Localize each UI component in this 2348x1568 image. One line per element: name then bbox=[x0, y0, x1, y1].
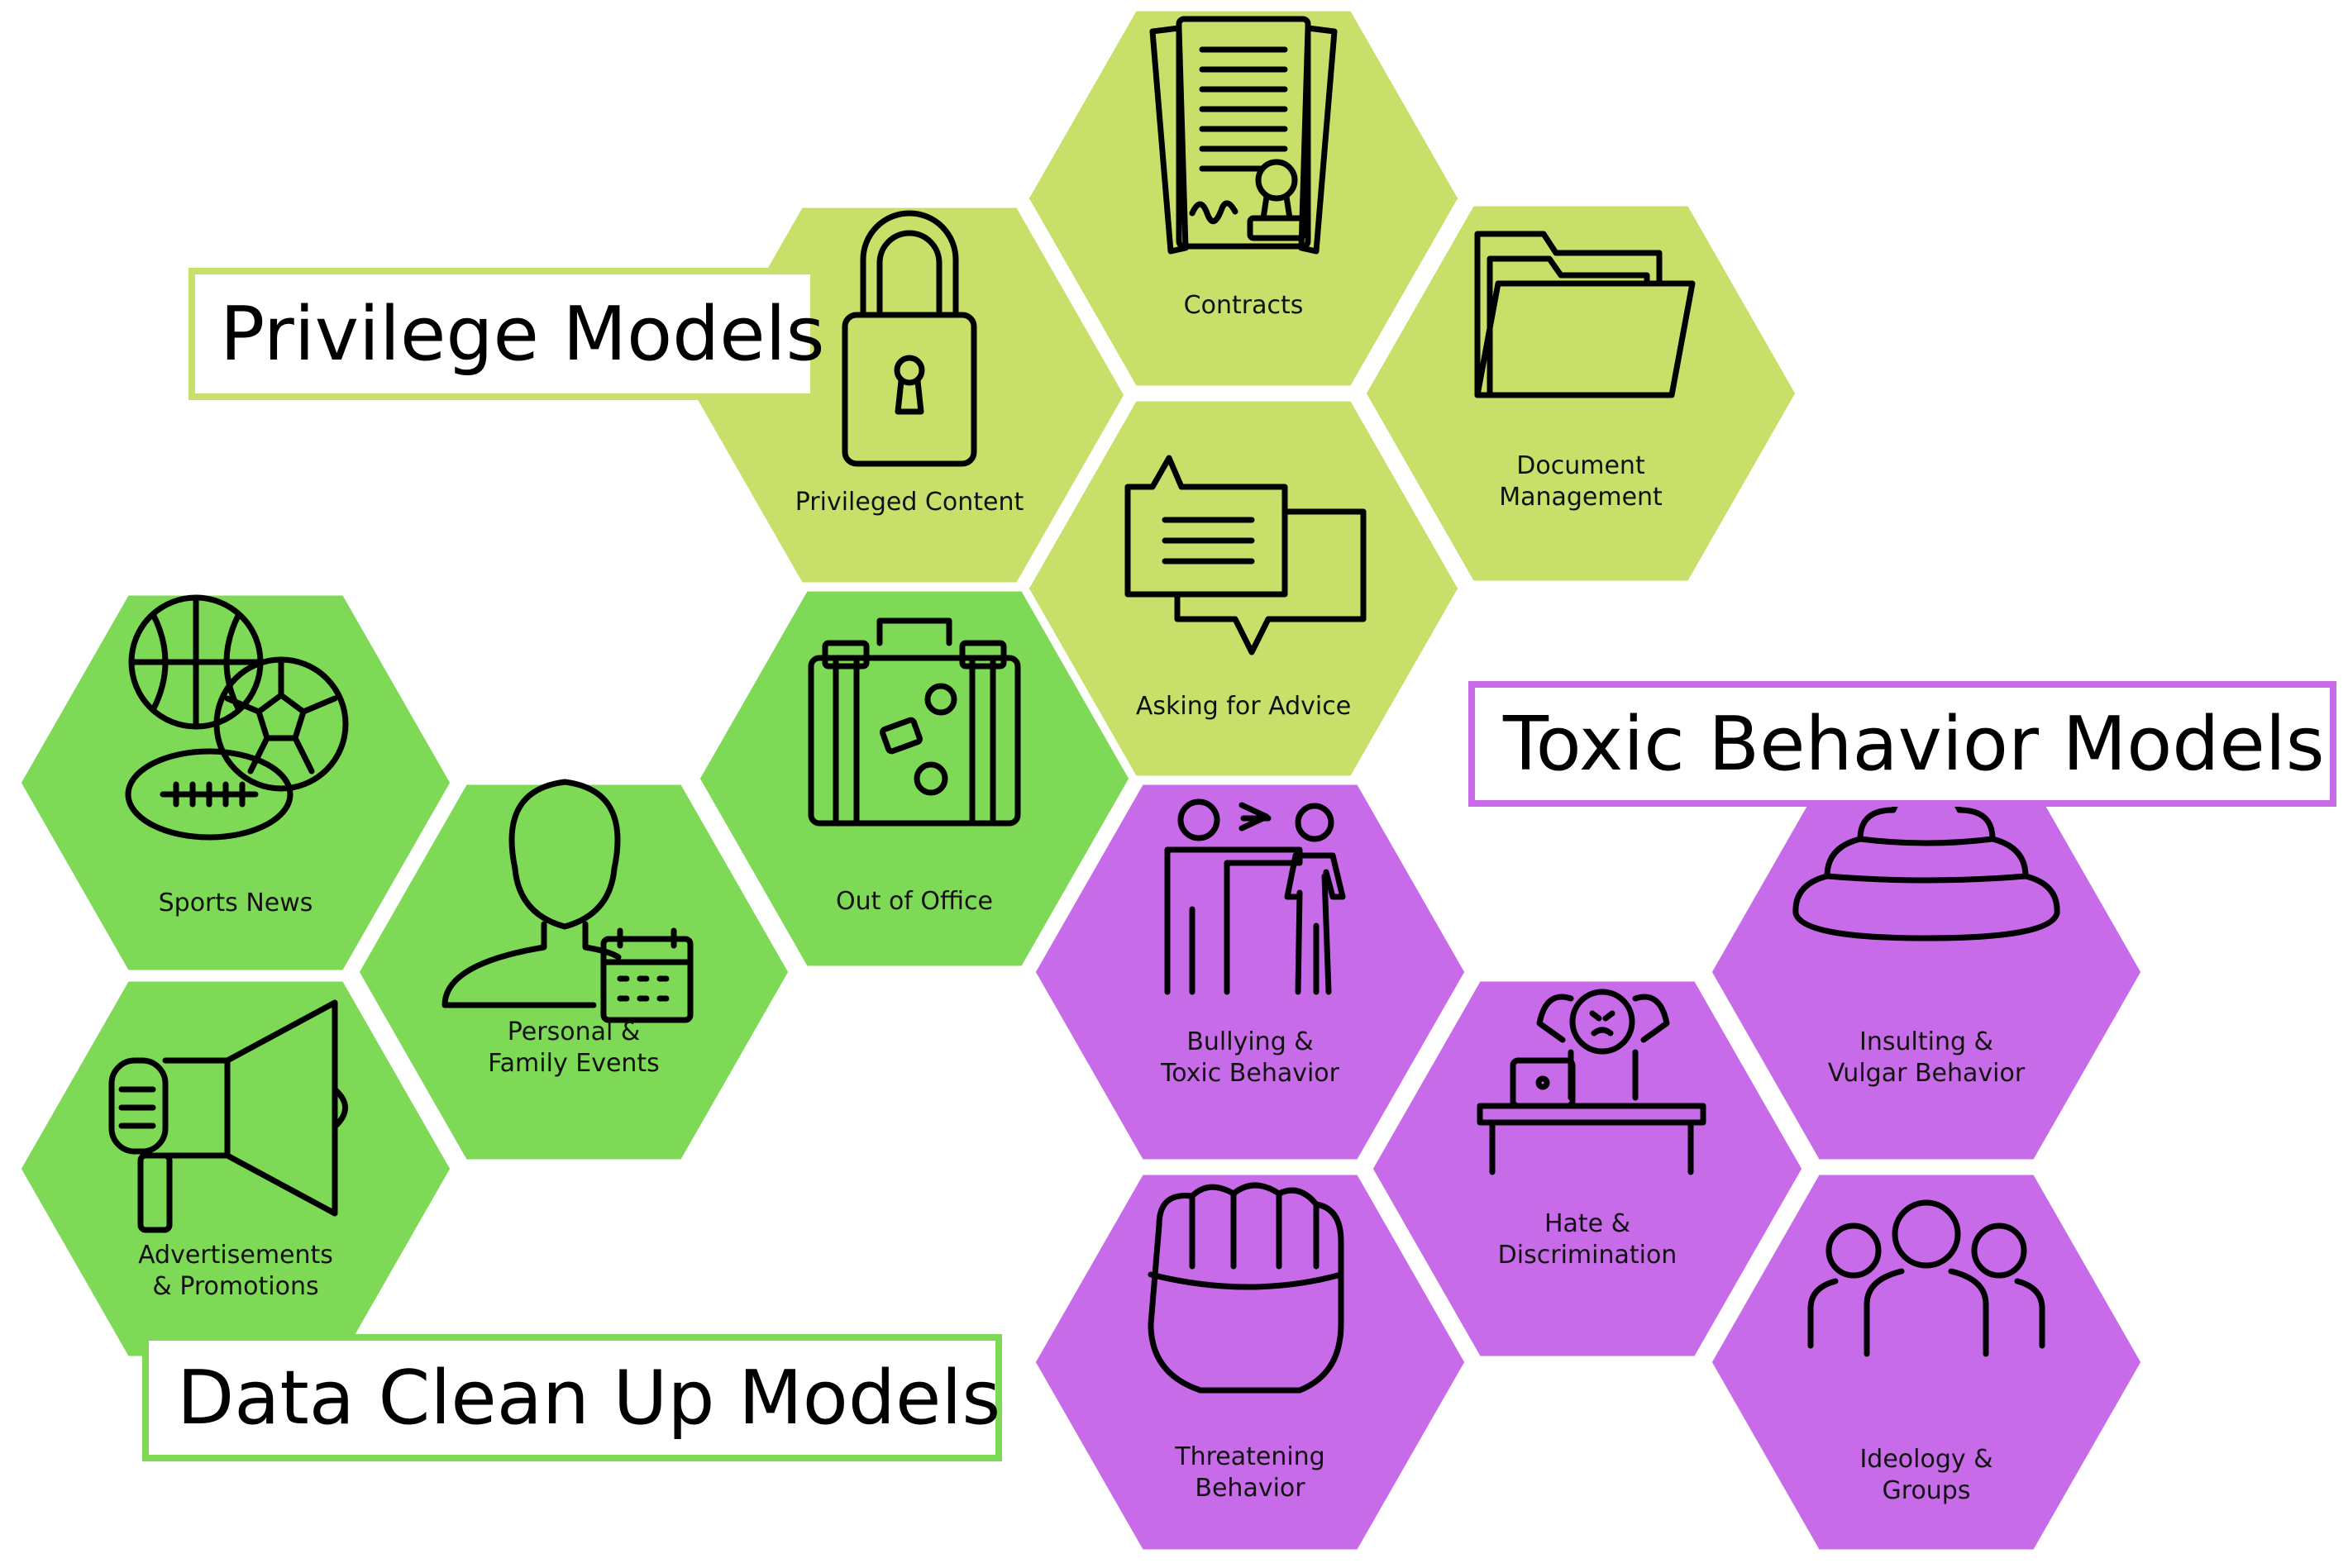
hexagon-shape bbox=[17, 591, 455, 975]
hex-label: Sports News bbox=[159, 889, 313, 917]
hexagon-shape bbox=[1707, 780, 2145, 1164]
hex-label-line: Management bbox=[1499, 483, 1663, 512]
hex-tile-chat-bubbles: Asking for Advice bbox=[1024, 397, 1463, 780]
hex-label: Ideology &Groups bbox=[1859, 1445, 1992, 1505]
hexagon-shape bbox=[17, 977, 455, 1361]
hex-label-line: Contracts bbox=[1184, 291, 1304, 320]
hex-label: Personal & Family Events bbox=[488, 1018, 660, 1078]
hex-label: Hate & Discrimination bbox=[1498, 1209, 1677, 1270]
hex-label-line: Behavior bbox=[1195, 1474, 1305, 1503]
hex-label-line: Personal & bbox=[508, 1018, 640, 1046]
hex-tile-contract: Contracts bbox=[1024, 7, 1463, 390]
privilege-models-title: Privilege Models bbox=[189, 268, 825, 400]
hex-label-line: Asking for Advice bbox=[1136, 692, 1351, 721]
folder-icon bbox=[1474, 231, 1696, 398]
hex-tile-poop: Insulting & Vulgar Behavior bbox=[1707, 698, 2145, 1164]
hexagon-shape bbox=[1031, 1170, 1469, 1554]
hex-label-line: Privileged Content bbox=[795, 488, 1024, 517]
hex-label: Asking for Advice bbox=[1136, 692, 1351, 721]
hex-label-line: Ideology & bbox=[1859, 1445, 1992, 1474]
hex-label-line: Sports News bbox=[159, 889, 313, 917]
hex-label-line: Bullying & bbox=[1186, 1027, 1313, 1056]
hex-label-line: Toxic Behavior bbox=[1160, 1059, 1340, 1088]
hexagon-shape bbox=[1707, 1170, 2145, 1554]
person-calendar-icon bbox=[441, 779, 694, 1023]
hex-label: Out of Office bbox=[836, 887, 993, 916]
data-clean-up-models-title-text: Data Clean Up Models bbox=[177, 1354, 1001, 1442]
hex-label: Bullying & Toxic Behavior bbox=[1160, 1027, 1340, 1088]
hex-label-line: Hate & bbox=[1544, 1209, 1630, 1238]
hex-label-line: & Promotions bbox=[152, 1272, 318, 1301]
hex-label-line: Advertisements bbox=[138, 1241, 333, 1270]
hexagon-shape bbox=[1368, 977, 1806, 1361]
hex-label-line: Document bbox=[1516, 451, 1645, 480]
hex-tile-frustrated-worker: Hate & Discrimination bbox=[1368, 977, 1806, 1361]
hexagon-shape bbox=[355, 780, 793, 1164]
hexagon-shape bbox=[1024, 397, 1463, 780]
frustrated-worker-icon bbox=[1477, 989, 1706, 1175]
hexagon-shape bbox=[1024, 7, 1463, 390]
hex-label-line: Insulting & bbox=[1859, 1027, 1993, 1056]
sports-balls-icon bbox=[125, 594, 349, 841]
hex-label-line: Out of Office bbox=[836, 887, 993, 916]
hex-label: Advertisements& Promotions bbox=[138, 1241, 333, 1301]
megaphone-icon bbox=[108, 999, 348, 1233]
bullying-icon bbox=[1164, 798, 1346, 995]
hex-tile-megaphone: Advertisements& Promotions bbox=[17, 977, 455, 1361]
toxic-behavior-models-title: Toxic Behavior Models bbox=[1468, 681, 2336, 807]
hexagon-shape bbox=[1031, 780, 1469, 1164]
hex-label-line: Family Events bbox=[488, 1049, 660, 1078]
hex-label: Privileged Content bbox=[795, 488, 1024, 517]
privilege-models-title-text: Privilege Models bbox=[220, 290, 825, 378]
chat-bubbles-icon bbox=[1124, 455, 1367, 655]
hex-label-line: Vulgar Behavior bbox=[1828, 1059, 2026, 1088]
contract-icon bbox=[1149, 16, 1338, 255]
group-people-icon bbox=[1807, 1199, 2045, 1357]
data-clean-up-models-title: Data Clean Up Models bbox=[142, 1334, 1002, 1461]
hex-tile-person-calendar: Personal & Family Events bbox=[355, 779, 793, 1164]
suitcase-icon bbox=[808, 617, 1021, 827]
toxic-behavior-models-title-text: Toxic Behavior Models bbox=[1503, 700, 2325, 788]
hex-label-line: Groups bbox=[1883, 1476, 1971, 1505]
hex-tile-suitcase: Out of Office bbox=[695, 587, 1133, 970]
fist-icon bbox=[1148, 1182, 1344, 1394]
hex-tile-bullying: Bullying & Toxic Behavior bbox=[1031, 780, 1469, 1164]
hex-label-line: Discrimination bbox=[1498, 1241, 1677, 1270]
hex-label-line: Threatening bbox=[1174, 1442, 1324, 1471]
hex-label: Insulting & Vulgar Behavior bbox=[1828, 1027, 2026, 1088]
hex-label: Contracts bbox=[1184, 291, 1304, 320]
lock-icon bbox=[842, 210, 977, 467]
hex-tile-sports-balls: Sports News bbox=[17, 591, 455, 975]
hex-tile-group-people: Ideology &Groups bbox=[1707, 1170, 2145, 1554]
